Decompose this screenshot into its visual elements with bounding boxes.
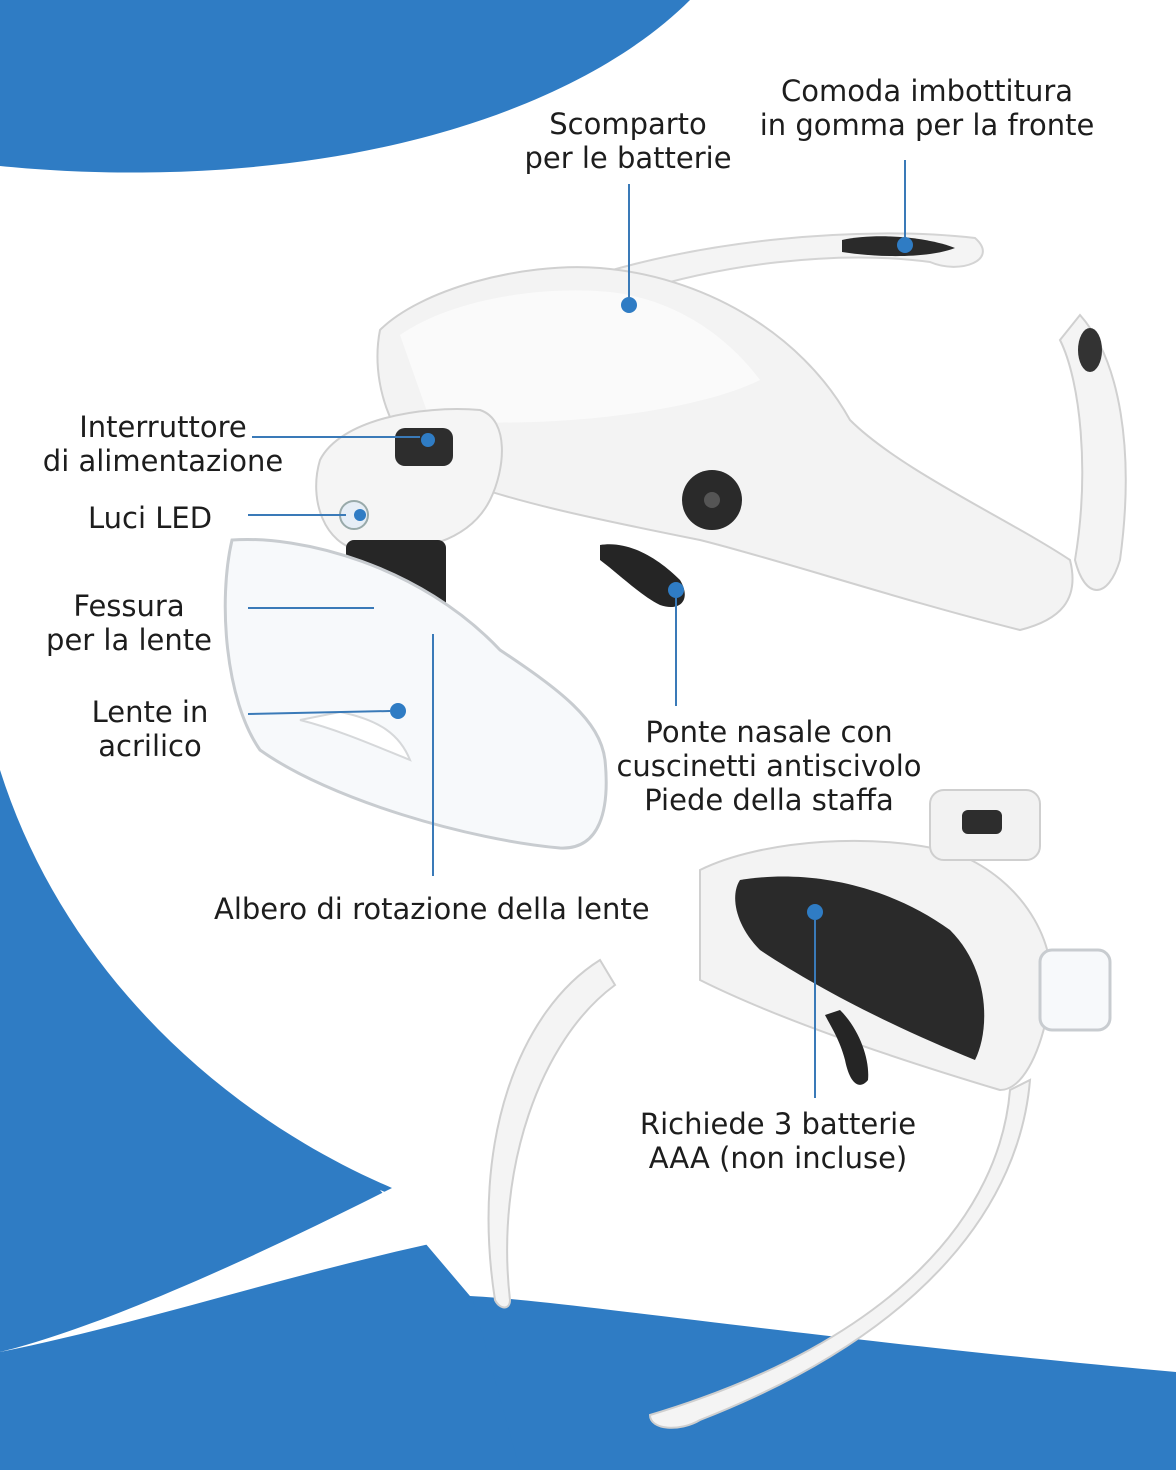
label-lens-slot-line2: per la lente <box>46 623 212 657</box>
callout-acrylic-lens <box>247 710 391 715</box>
bottom-nose-pads <box>825 1010 869 1085</box>
label-power-switch-line1: Interruttore <box>79 410 247 444</box>
power-switch-button <box>395 428 453 466</box>
callout-lines <box>247 160 906 1098</box>
label-acrylic-lens-line2: acrilico <box>98 729 202 763</box>
label-rotation-shaft: Albero di rotazione della lente <box>214 892 654 926</box>
label-power-switch: Interruttore di alimentazione <box>18 410 308 478</box>
label-forehead-padding: Comoda imbottitura in gomma per la front… <box>742 74 1112 142</box>
side-pad <box>1078 328 1102 372</box>
bottom-left-blue-swoosh <box>0 770 392 1352</box>
label-battery-compartment: Scomparto per le batterie <box>500 107 756 175</box>
bottom-headband-view <box>487 789 1112 1429</box>
label-led-lights: Luci LED <box>60 501 240 535</box>
top-left-blue-swoosh <box>0 0 690 173</box>
label-lens-slot-line1: Fessura <box>73 589 185 623</box>
label-acrylic-lens: Lente in acrilico <box>70 695 230 763</box>
bottom-white-curve <box>380 1190 1176 1372</box>
label-led-lights-line1: Luci LED <box>87 501 213 535</box>
lens-cutout <box>299 710 412 762</box>
label-nose-bridge-line3: Piede della staffa <box>644 783 894 817</box>
led-core <box>354 509 366 521</box>
battery-note-dot <box>807 904 823 920</box>
label-rotation-shaft-line1: Albero di rotazione della lente <box>214 892 650 926</box>
label-lens-slot: Fessura per la lente <box>34 589 224 657</box>
battery-compartment-dot <box>621 297 637 313</box>
top-headband-magnifier <box>223 232 1127 850</box>
nose-bridge-dot <box>668 582 684 598</box>
label-nose-bridge-line2: cuscinetti antiscivolo <box>616 749 922 783</box>
bottom-right-blue-swoosh <box>470 1290 1176 1470</box>
label-power-switch-line2: di alimentazione <box>42 444 284 478</box>
housing-highlight <box>400 290 760 423</box>
label-battery-compartment-line1: Scomparto <box>549 107 707 141</box>
side-arm <box>1058 313 1127 591</box>
bottom-lens <box>1038 948 1112 1032</box>
label-nose-bridge-line1: Ponte nasale con <box>645 715 893 749</box>
label-battery-compartment-line2: per le batterie <box>524 141 732 175</box>
label-batteries-required: Richiede 3 batterie AAA (non incluse) <box>630 1107 926 1175</box>
power-switch-dot <box>421 433 435 447</box>
forehead-pad-dot <box>897 237 913 253</box>
rear-headband-right <box>648 1078 1032 1429</box>
acrylic-lens-dot <box>390 703 406 719</box>
acrylic-lens <box>223 537 608 850</box>
label-batteries-required-line1: Richiede 3 batterie <box>639 1107 917 1141</box>
rear-headband <box>487 958 617 1309</box>
rubber-forehead-pad <box>735 876 985 1060</box>
label-nose-bridge: Ponte nasale con cuscinetti antiscivolo … <box>608 715 930 817</box>
rotation-knob-center <box>704 492 720 508</box>
top-switch-button <box>962 810 1002 834</box>
nose-bridge-pads <box>600 544 685 608</box>
label-acrylic-lens-line1: Lente in <box>91 695 209 729</box>
label-forehead-padding-line1: Comoda imbottitura <box>780 74 1074 108</box>
label-batteries-required-line2: AAA (non incluse) <box>648 1141 908 1175</box>
label-forehead-padding-line2: in gomma per la fronte <box>759 108 1095 142</box>
